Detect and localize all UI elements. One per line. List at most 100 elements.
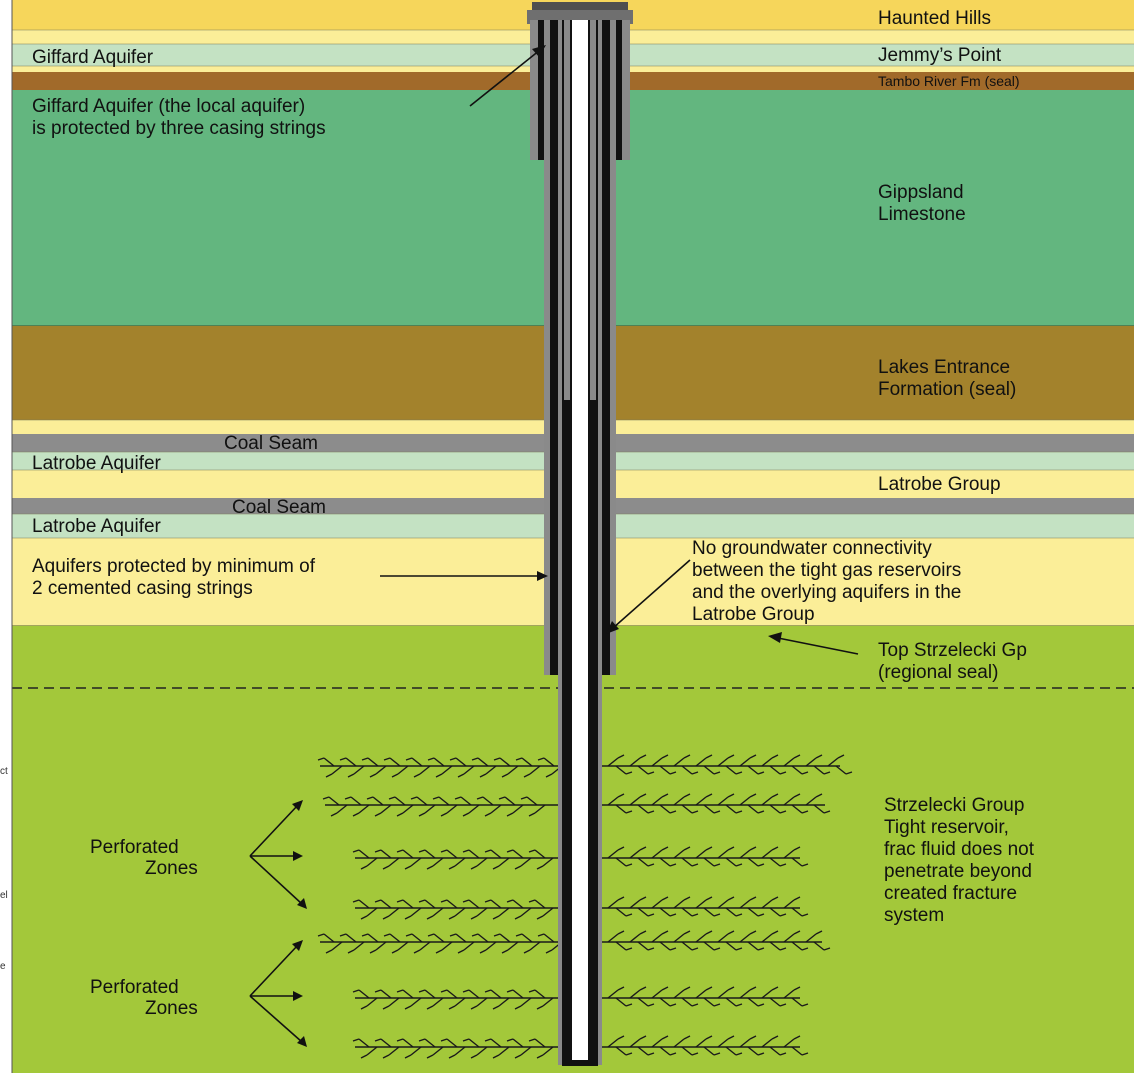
fracture-branch bbox=[410, 907, 422, 917]
fracture-branch bbox=[537, 933, 545, 937]
fracture-branch bbox=[515, 933, 523, 937]
fracture-branch bbox=[427, 757, 435, 761]
fracture-branch bbox=[501, 773, 509, 778]
arrow-perforated bbox=[249, 944, 299, 997]
fracture-branch bbox=[457, 773, 465, 778]
fracture-branch bbox=[446, 849, 458, 859]
fracture-branch bbox=[358, 989, 370, 999]
surface-casing-right bbox=[616, 20, 622, 160]
fracture-branch bbox=[432, 907, 444, 917]
fracture-branch bbox=[380, 1038, 392, 1048]
fracture-branch bbox=[454, 857, 466, 867]
fracture-branch bbox=[339, 757, 347, 761]
fracture-branch bbox=[404, 865, 412, 870]
fracture-branch bbox=[747, 941, 759, 951]
fracture-branch bbox=[440, 849, 448, 853]
fracture-branch bbox=[325, 773, 333, 778]
fracture-branch bbox=[683, 1035, 691, 1040]
formation-labels: Haunted Hills Jemmy’s Point Tambo River … bbox=[224, 8, 1035, 926]
fracture-branch bbox=[410, 796, 418, 800]
fracture-branch bbox=[617, 986, 625, 991]
fracture-branch bbox=[484, 812, 492, 817]
fracture-branch bbox=[761, 989, 773, 999]
fracture-branch bbox=[512, 989, 524, 999]
fracture-branch bbox=[440, 989, 448, 993]
fracture-branch bbox=[388, 857, 400, 867]
fracture-branch bbox=[529, 765, 541, 775]
fracture-branch bbox=[683, 754, 691, 759]
fracture-branch bbox=[713, 771, 721, 775]
fracture-branch bbox=[735, 913, 743, 917]
fracture-branch bbox=[727, 1035, 735, 1040]
fracture-branch bbox=[747, 997, 759, 1007]
fracture-branch bbox=[757, 863, 765, 867]
fracture-branch bbox=[791, 907, 803, 917]
fracture-branch bbox=[485, 941, 497, 951]
fracture-branch bbox=[625, 913, 633, 917]
fracture-branch bbox=[681, 1046, 693, 1056]
fracture-branch bbox=[801, 1003, 809, 1007]
fracture-branch bbox=[661, 930, 669, 935]
fracture-branch bbox=[521, 933, 533, 943]
fracture-branch bbox=[457, 949, 465, 954]
fracture-branch bbox=[713, 1003, 721, 1007]
fracture-branch bbox=[747, 765, 759, 775]
fracture-branch bbox=[793, 986, 801, 991]
fracture-branch bbox=[367, 757, 379, 767]
fracture-branch bbox=[757, 1052, 765, 1056]
fracture-branch bbox=[476, 796, 484, 800]
fracture-branch bbox=[717, 933, 729, 943]
fracture-branch bbox=[397, 765, 409, 775]
fracture-branch bbox=[463, 765, 475, 775]
fracture-branch bbox=[468, 1038, 480, 1048]
fracture-branch bbox=[446, 804, 458, 814]
fracture-branch bbox=[749, 896, 757, 901]
fracture-branch bbox=[747, 804, 759, 814]
fracture-branch bbox=[651, 933, 663, 943]
fracture-branch bbox=[512, 804, 524, 814]
fracture-branch bbox=[462, 812, 470, 817]
fracture-branch bbox=[625, 947, 633, 951]
fracture-branch bbox=[815, 754, 823, 759]
fracture-branch bbox=[757, 1003, 765, 1007]
fracture-branch bbox=[659, 941, 671, 951]
fracture-branch bbox=[615, 804, 627, 814]
annotation-perforated-zones: Zones bbox=[145, 998, 198, 1019]
fracture-branch bbox=[813, 765, 825, 775]
fracture-branch bbox=[372, 796, 384, 806]
fracture-branch bbox=[791, 804, 803, 814]
fracture-branch bbox=[717, 849, 729, 859]
fracture-branch bbox=[703, 804, 715, 814]
fracture-branch bbox=[523, 949, 531, 954]
fracture-branch bbox=[405, 933, 413, 937]
fracture-branch bbox=[537, 757, 545, 761]
annotation-perforated-zones: Zones bbox=[145, 858, 198, 879]
fracture-branch bbox=[404, 1054, 412, 1059]
fracture-branch bbox=[383, 933, 391, 937]
fracture-branch bbox=[521, 757, 533, 767]
fracture-branch bbox=[783, 899, 795, 909]
fracture-branch bbox=[528, 989, 536, 993]
fracture-branch bbox=[681, 765, 693, 775]
fracture-branch bbox=[703, 941, 715, 951]
fracture-branch bbox=[669, 1052, 677, 1056]
fracture-branch bbox=[374, 849, 382, 853]
fracture-branch bbox=[543, 757, 555, 767]
fracture-branch bbox=[771, 986, 779, 991]
fracture-branch bbox=[506, 812, 514, 817]
fracture-branch bbox=[713, 947, 721, 951]
fracture-branch bbox=[476, 857, 488, 867]
fracture-branch bbox=[801, 771, 809, 775]
fracture-branch bbox=[419, 941, 431, 951]
fracture-branch bbox=[617, 930, 625, 935]
fracture-branch bbox=[625, 1052, 633, 1056]
wellhead-flange bbox=[532, 2, 628, 10]
fracture-branch bbox=[418, 989, 426, 993]
fracture-branch bbox=[536, 1054, 544, 1059]
fracture-branch bbox=[380, 849, 392, 859]
fracture-branch bbox=[528, 899, 536, 903]
fracture-branch bbox=[477, 757, 489, 767]
fracture-branch bbox=[739, 989, 751, 999]
fracture-branch bbox=[347, 949, 355, 954]
fracture-branch bbox=[739, 899, 751, 909]
